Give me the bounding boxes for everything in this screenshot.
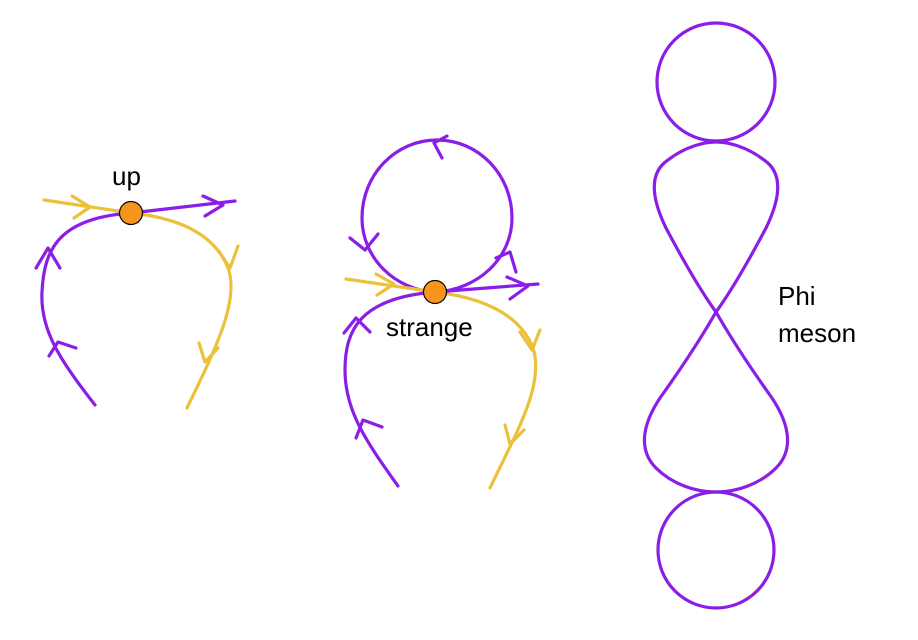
arrow-chevron-icon [354,418,384,440]
arrow-chevron-icon [34,246,62,270]
lower-lobe [642,310,790,494]
up-vertex-dot [118,200,144,226]
phi-meson-diagram: Phi meson [642,21,856,610]
strange-vertex-dot [422,279,448,305]
arrow-chevron-icon [518,328,542,352]
arrow-chevron-icon [348,232,380,252]
gold-outgoing-curve [129,211,233,410]
arrow-chevron-icon [342,316,372,335]
phi-label-line1: Phi [778,281,816,311]
up-vertex-diagram: up [34,161,240,410]
arrow-chevron-icon [432,134,449,160]
arrow-chevron-icon [505,275,530,301]
arrow-chevron-icon [494,250,518,274]
purple-loop [360,138,514,294]
arrow-chevron-icon [47,340,78,358]
arrow-chevron-icon [197,341,220,364]
phi-label-line2: meson [778,318,856,348]
top-circle [655,21,777,143]
purple-outgoing-line [433,282,540,294]
arrow-chevron-icon [374,272,396,297]
up-label: up [112,161,141,191]
strange-label: strange [386,312,473,342]
strange-vertex-diagram: strange [342,134,542,490]
bottom-circle [656,490,776,610]
arrow-chevron-icon [201,194,225,218]
arrow-chevron-icon [70,194,92,220]
purple-incoming-curve [343,290,437,488]
arrow-chevron-icon [216,244,240,270]
upper-lobe [652,140,780,314]
arrow-chevron-icon [503,423,526,446]
purple-incoming-curve [40,211,133,407]
